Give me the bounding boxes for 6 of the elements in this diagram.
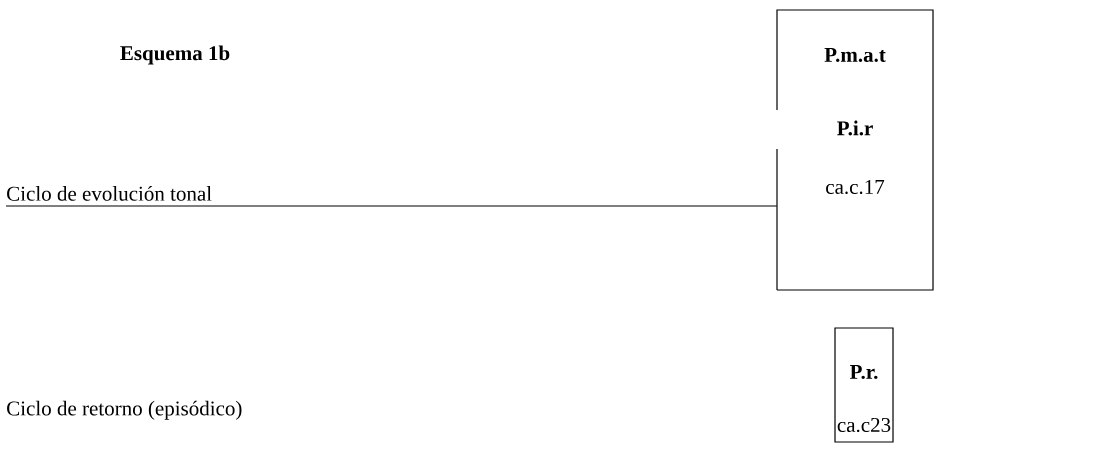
- connector-line: [5, 205, 778, 207]
- cycle-label: Ciclo de retorno (episódico): [7, 400, 242, 420]
- label-box: P.r. ca.c23: [834, 327, 894, 443]
- title: Esquema 1b: [120, 45, 230, 65]
- cycle-label: Ciclo de evolución tonal: [7, 186, 212, 201]
- label-box: P.m.a.t P.i.r ca.c.17: [776, 9, 934, 291]
